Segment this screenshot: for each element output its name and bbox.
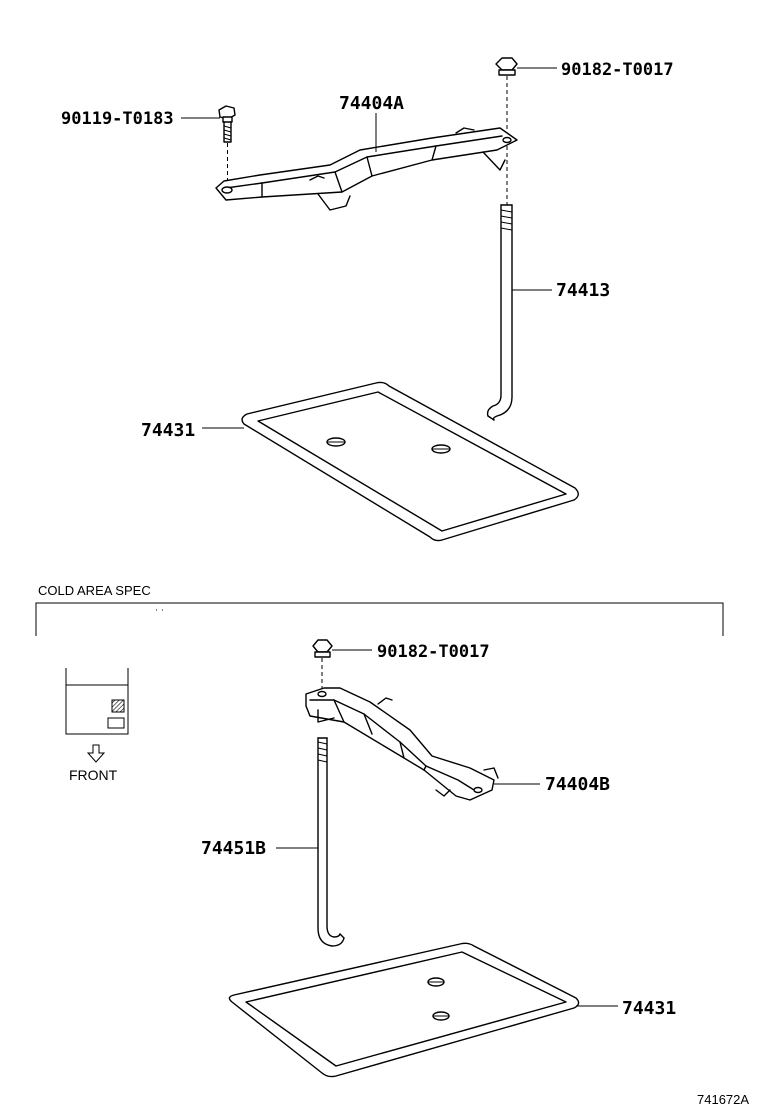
clamp-74404b[interactable] — [305, 687, 499, 801]
bolt-90119-t0183[interactable] — [218, 105, 236, 182]
tray-part-label-cold: 74431 — [622, 998, 676, 1019]
front-label: FRONT — [69, 767, 118, 783]
bolt-part-label: 90119-T0183 — [61, 109, 174, 129]
section-note: COLD AREA SPEC — [38, 583, 151, 598]
figure-ref: 741672A — [697, 1092, 749, 1107]
tray-part-label-top: 74431 — [141, 420, 195, 441]
rod-part-label: 74413 — [556, 280, 610, 301]
battery-location-icon — [65, 668, 129, 735]
clamp-74404a[interactable] — [215, 127, 518, 211]
nut-90182-t0017-cold[interactable] — [312, 639, 333, 690]
nut-part-label-cold: 90182-T0017 — [377, 642, 490, 662]
nut-part-label-top: 90182-T0017 — [561, 60, 674, 80]
rod-74413[interactable] — [486, 204, 513, 421]
rod-part-label-cold: 74451B — [201, 838, 266, 859]
tray-74431-cold[interactable] — [228, 942, 580, 1078]
section-bracket — [35, 602, 724, 636]
rod-74451b[interactable] — [317, 737, 345, 947]
clamp-part-label-top: 74404A — [339, 93, 404, 114]
tray-74431-top[interactable] — [241, 381, 579, 542]
clamp-part-label-cold: 74404B — [545, 774, 610, 795]
down-arrow-icon — [86, 744, 106, 763]
